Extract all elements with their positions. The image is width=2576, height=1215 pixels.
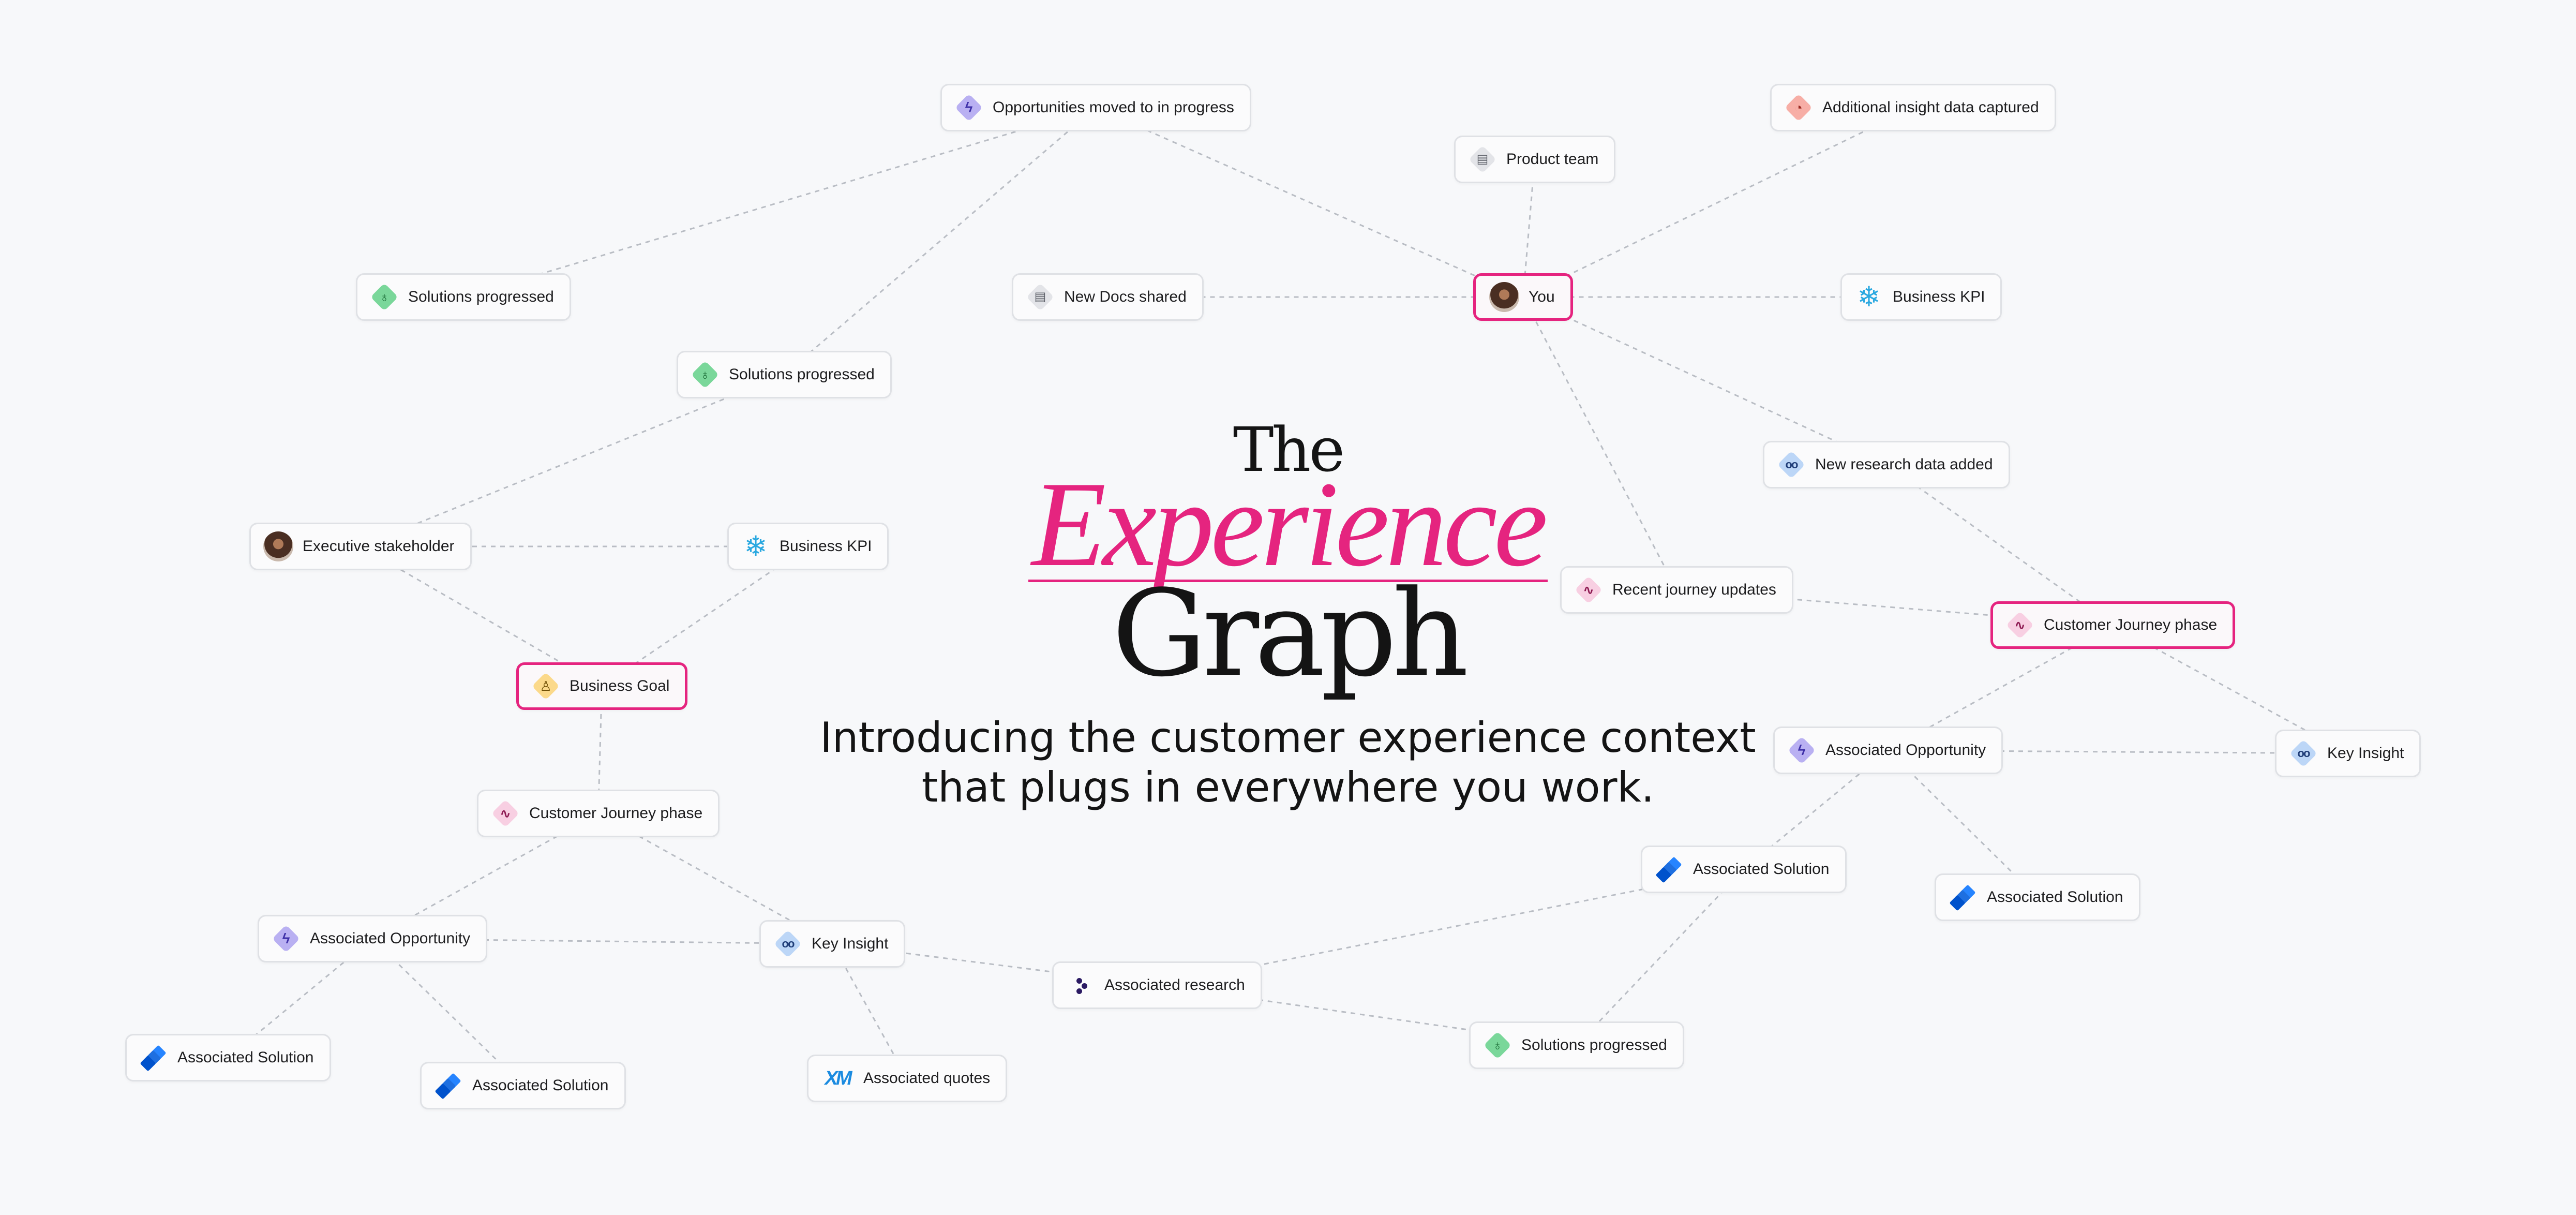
journey-icon: ∿ xyxy=(1574,575,1603,604)
node-business-goal[interactable]: ♙ Business Goal xyxy=(516,662,688,710)
lightbulb-icon: ♁ xyxy=(370,283,399,312)
edge-line xyxy=(371,938,524,1087)
subtitle-line-1: Introducing the customer experience cont… xyxy=(820,714,1756,762)
node-label: Business KPI xyxy=(1893,288,1985,305)
jira-icon xyxy=(434,1071,463,1100)
node-label: New research data added xyxy=(1815,456,1993,473)
node-associated-opportunity-2[interactable]: ϟ Associated Opportunity xyxy=(258,915,488,962)
node-new-docs-shared[interactable]: ▤ New Docs shared xyxy=(1012,273,1204,321)
node-label: Solutions progressed xyxy=(408,288,554,305)
jira-icon xyxy=(1949,883,1978,912)
edge-line xyxy=(831,943,908,1079)
node-business-kpi-1[interactable]: ❄ Business KPI xyxy=(1840,273,2002,321)
node-label: Recent journey updates xyxy=(1612,581,1776,598)
node-label: Key Insight xyxy=(2327,745,2404,762)
lightbulb-icon: ♁ xyxy=(1483,1031,1512,1060)
node-solutions-progressed-1[interactable]: ♁ Solutions progressed xyxy=(356,273,571,321)
node-executive-stakeholder[interactable]: Executive stakeholder xyxy=(249,523,472,570)
edge-line xyxy=(463,107,1096,298)
hero-experience: Experience xyxy=(1028,463,1548,586)
document-icon: ▤ xyxy=(1468,145,1497,174)
node-label: Customer Journey phase xyxy=(2044,616,2218,633)
node-associated-solution-2[interactable]: Associated Solution xyxy=(1935,873,2140,921)
jira-icon xyxy=(1655,855,1684,884)
lightbulb-icon: ♁ xyxy=(691,360,720,389)
node-customer-journey-phase-1[interactable]: ∿ Customer Journey phase xyxy=(1990,601,2236,649)
node-label: Additional insight data captured xyxy=(1822,99,2039,116)
node-label: Associated Solution xyxy=(177,1049,314,1066)
subtitle-line-2: that plugs in everywhere you work. xyxy=(921,763,1655,811)
user-avatar xyxy=(1489,282,1519,312)
node-you[interactable]: You xyxy=(1473,273,1573,321)
node-opportunities-moved[interactable]: ϟ Opportunities moved to in progress xyxy=(940,84,1251,131)
node-label: Associated quotes xyxy=(863,1070,991,1087)
node-label: Associated research xyxy=(1104,976,1245,994)
edge-line xyxy=(2112,624,2348,754)
snowflake-icon: ❄ xyxy=(744,531,768,562)
insight-capture-icon: ◔ xyxy=(1784,93,1813,122)
node-label: New Docs shared xyxy=(1064,288,1187,305)
node-associated-solution-4[interactable]: Associated Solution xyxy=(420,1062,626,1109)
node-associated-research[interactable]: Associated research xyxy=(1052,961,1262,1009)
node-associated-opportunity-1[interactable]: ϟ Associated Opportunity xyxy=(1773,727,2003,774)
node-recent-journey-updates[interactable]: ∿ Recent journey updates xyxy=(1560,566,1793,614)
node-key-insight-1[interactable]: oo Key Insight xyxy=(2275,730,2421,777)
node-label: Solutions progressed xyxy=(729,366,875,383)
journey-icon: ∿ xyxy=(491,799,520,828)
edge-line xyxy=(360,374,785,547)
snowflake-icon: ❄ xyxy=(1857,281,1881,313)
journey-icon: ∿ xyxy=(2005,611,2034,640)
node-label: Customer Journey phase xyxy=(529,805,703,822)
node-label: Opportunities moved to in progress xyxy=(993,99,1234,116)
opportunity-bolt-icon: ϟ xyxy=(1787,736,1816,765)
node-label: Associated Solution xyxy=(472,1077,609,1094)
node-solutions-progressed-3[interactable]: ♁ Solutions progressed xyxy=(1469,1021,1684,1069)
node-associated-solution-1[interactable]: Associated Solution xyxy=(1641,846,1847,893)
hero-subtitle: Introducing the customer experience cont… xyxy=(771,713,1805,812)
binoculars-icon: oo xyxy=(1777,450,1806,479)
node-solutions-progressed-2[interactable]: ♁ Solutions progressed xyxy=(677,351,892,398)
jira-icon xyxy=(139,1043,168,1072)
node-label: Associated Opportunity xyxy=(1825,742,1986,759)
edge-line xyxy=(1522,107,1914,298)
edge-line xyxy=(1522,296,1887,466)
node-key-insight-2[interactable]: oo Key Insight xyxy=(759,920,906,968)
document-icon: ▤ xyxy=(1026,283,1055,312)
node-label: You xyxy=(1529,288,1555,305)
hero-the: The xyxy=(1233,414,1345,485)
node-label: Associated Opportunity xyxy=(310,930,471,947)
node-label: Associated Solution xyxy=(1987,888,2123,906)
edge-line xyxy=(1576,868,1745,1046)
node-label: Key Insight xyxy=(812,935,889,952)
node-product-team[interactable]: ▤ Product team xyxy=(1454,136,1616,183)
binoculars-icon: oo xyxy=(2289,739,2318,768)
goal-icon: ♙ xyxy=(531,672,560,701)
node-associated-solution-3[interactable]: Associated Solution xyxy=(125,1034,331,1081)
opportunity-bolt-icon: ϟ xyxy=(954,93,983,122)
node-label: Associated Solution xyxy=(1693,861,1830,878)
node-label: Solutions progressed xyxy=(1521,1036,1667,1054)
node-label: Product team xyxy=(1506,151,1599,168)
node-additional-insight[interactable]: ◔ Additional insight data captured xyxy=(1770,84,2056,131)
node-label: Business KPI xyxy=(780,538,872,555)
edge-line xyxy=(784,107,1097,376)
edge-line xyxy=(1157,868,1744,986)
node-label: Business Goal xyxy=(570,677,670,694)
node-label: Executive stakeholder xyxy=(303,538,455,555)
edge-line xyxy=(1095,107,1524,298)
edge-line xyxy=(597,812,833,945)
edge-line xyxy=(1887,749,2039,898)
binoculars-icon: oo xyxy=(773,929,802,958)
opportunity-bolt-icon: ϟ xyxy=(272,924,301,953)
hero-title: The Experience Graph xyxy=(848,419,1728,694)
node-new-research-data[interactable]: oo New research data added xyxy=(1763,441,2010,488)
node-business-kpi-2[interactable]: ❄ Business KPI xyxy=(727,523,889,570)
node-associated-quotes[interactable]: XM Associated quotes xyxy=(807,1055,1008,1102)
qualtrics-xm-icon: XM xyxy=(825,1067,852,1089)
user-avatar xyxy=(263,531,293,561)
research-dots-icon xyxy=(1066,971,1095,1000)
hero-graph: Graph xyxy=(1112,565,1469,704)
node-customer-journey-phase-2[interactable]: ∿ Customer Journey phase xyxy=(477,790,720,837)
